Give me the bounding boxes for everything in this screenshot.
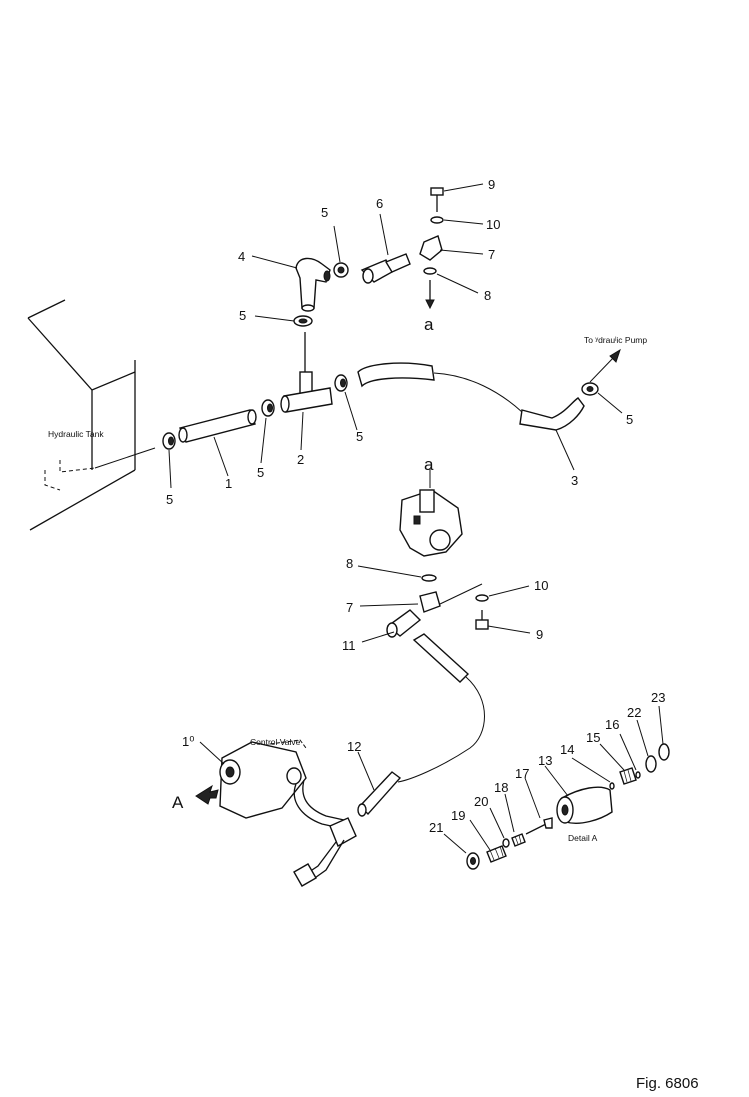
callout-1: 1 (225, 476, 232, 491)
o-ring-8 (423, 267, 479, 310)
hydraulic-tank-label: Hydraulic Tank (48, 429, 104, 439)
hose-clamp (581, 382, 623, 414)
callout-18: 18 (494, 780, 508, 795)
callout-20: 20 (474, 794, 488, 809)
hose-clamp (260, 399, 275, 464)
hose-3 (357, 362, 585, 471)
callout-15: 15 (586, 730, 600, 745)
callout-5: 5 (166, 492, 173, 507)
callout-23: 23 (651, 690, 665, 705)
elbow-6 (360, 213, 411, 284)
bolt-9 (475, 610, 531, 634)
flange-7 (419, 235, 484, 261)
callout-4: 4 (238, 249, 245, 264)
valve-pipe (293, 779, 357, 887)
callout-5: 5 (257, 465, 264, 480)
elbow-hose-4 (251, 255, 331, 312)
callout-7: 7 (488, 247, 495, 262)
callout-3: 3 (571, 473, 578, 488)
hose-clamp (162, 432, 176, 489)
callout-19: 19 (451, 808, 465, 823)
o-ring-8 (357, 565, 437, 582)
callout-5: 5 (239, 308, 246, 323)
washer-10 (475, 585, 530, 602)
callout-5: 5 (356, 429, 363, 444)
hose-clamp (334, 374, 358, 431)
detail-a-label: Detail A (568, 833, 598, 843)
callout-16: 16 (605, 717, 619, 732)
callout-9: 9 (488, 177, 495, 192)
figure-caption: Fig. 6806 (636, 1075, 699, 1092)
callout-8: 8 (484, 288, 491, 303)
elbow-11 (361, 609, 422, 643)
pump-arrow (589, 348, 621, 383)
tee-fitting-2 (280, 332, 333, 451)
hose-12 (357, 633, 485, 817)
callout-5: 5 (321, 205, 328, 220)
washer-10 (430, 216, 484, 225)
callout-22: 22 (627, 705, 641, 720)
callout-21: 21 (429, 820, 443, 835)
control-valve: Control Valve (199, 737, 307, 819)
callout-13: 13 (538, 753, 552, 768)
callout-6: 6 (376, 196, 383, 211)
callout-12: 12 (347, 739, 361, 754)
reference-a-mid: a (424, 455, 434, 474)
callout-17: 17 (515, 766, 529, 781)
hydraulic-tank: Hydraulic Tank (27, 299, 156, 531)
hose-clamp (254, 315, 313, 327)
callout-11: 11 (342, 638, 356, 653)
reference-a-top: a (424, 315, 434, 334)
control-valve-label: Control Valve (250, 737, 301, 747)
hose-clamp (333, 225, 349, 278)
callout-5: 5 (626, 412, 633, 427)
callout-10: 10 (534, 578, 548, 593)
view-a-arrow: A (172, 784, 219, 812)
callout-8: 8 (346, 556, 353, 571)
callout-10-valve: 1⁰ (182, 734, 194, 749)
callout-7: 7 (346, 600, 353, 615)
callout-numbers: 1 2 3 4 5 5 5 5 5 5 6 7 7 8 8 9 9 10 10 … (166, 177, 665, 835)
callout-9: 9 (536, 627, 543, 642)
callout-2: 2 (297, 452, 304, 467)
view-a-label: A (172, 793, 184, 812)
hose-1 (178, 409, 257, 477)
detail-a: Detail A (443, 705, 670, 870)
callout-14: 14 (560, 742, 574, 757)
to-hydraulic-pump-label: To ʸdrauˡic Pump (584, 335, 647, 345)
bolt-9 (430, 183, 484, 212)
pump-body (399, 468, 463, 557)
flange-7 (359, 583, 483, 613)
callout-10: 10 (486, 217, 500, 232)
